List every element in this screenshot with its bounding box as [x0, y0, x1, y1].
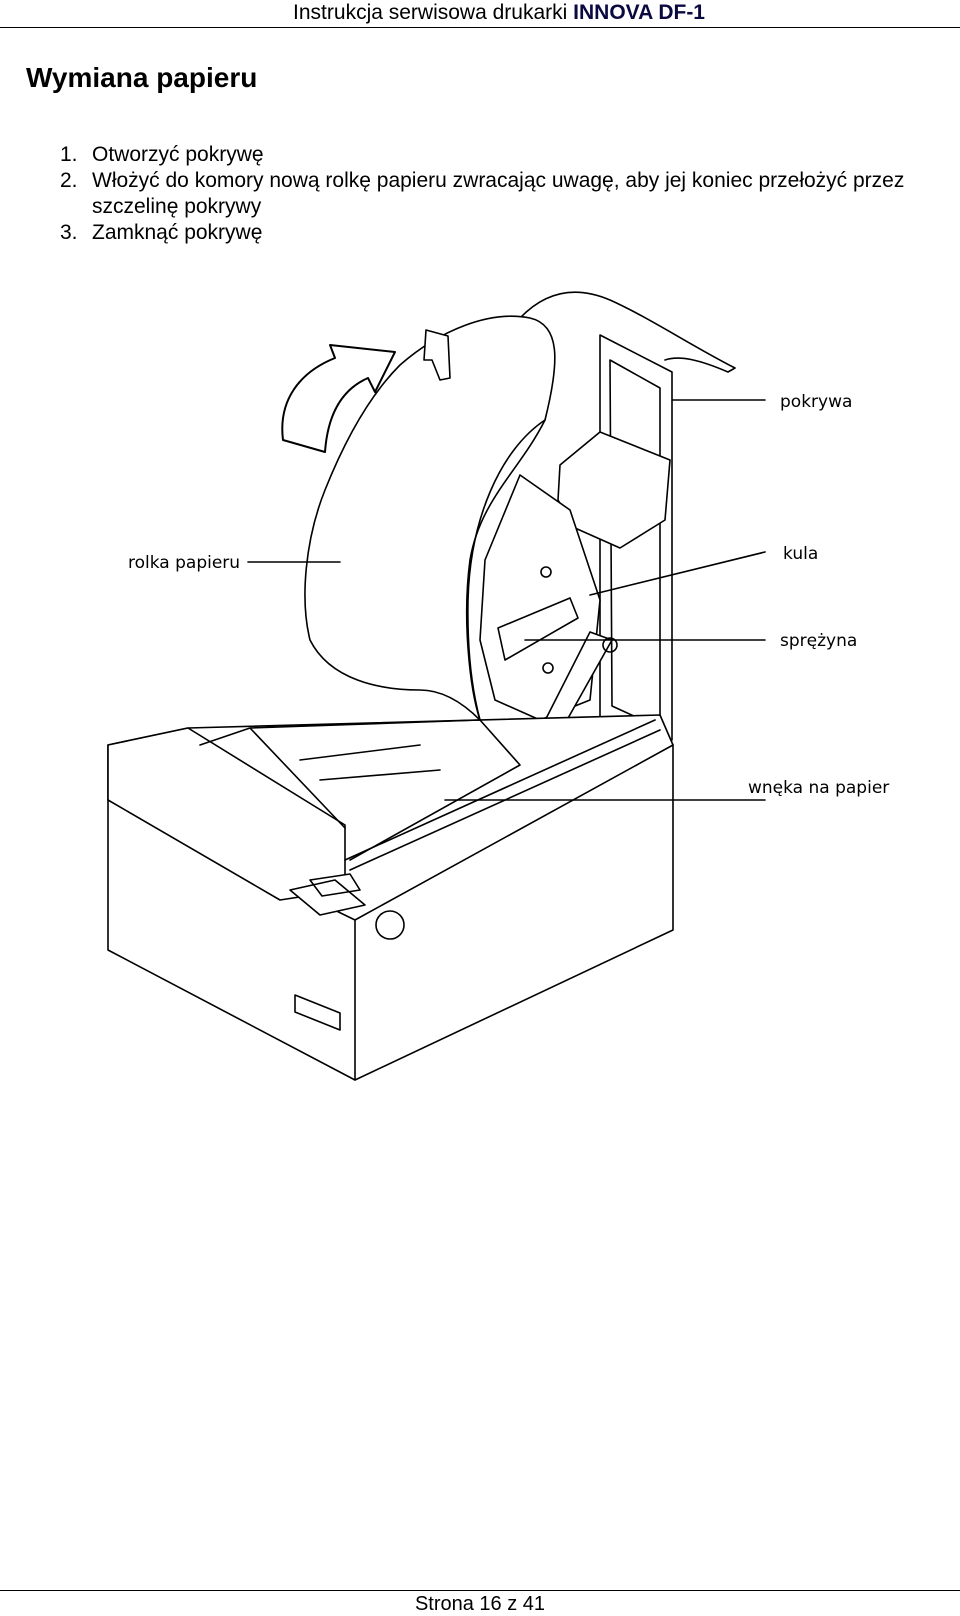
page-number: Strona 16 z 41 — [414, 1593, 546, 1615]
spring-slot — [497, 597, 579, 661]
step-text: Otworzyć pokrywę — [92, 143, 264, 166]
screw-top — [540, 566, 552, 578]
steps-list: 1. Otworzyć pokrywę 2. Włożyć do komory … — [60, 142, 940, 246]
header-doc-title: Instrukcja serwisowa drukarki — [293, 1, 568, 24]
label-paper-bay: wnęka na papier — [748, 778, 889, 798]
printer-illustration: pokrywa rolka papieru kula sprężyna wnęk… — [107, 291, 889, 1081]
step-number: 1. — [60, 143, 78, 166]
roll-holder-left — [423, 329, 451, 381]
spring-pivot — [602, 637, 618, 653]
leader-ball — [589, 551, 766, 596]
step-number: 2. — [60, 169, 78, 192]
header-text: Instrukcja serwisowa drukarki INNOVA DF-… — [293, 1, 705, 25]
page-header: Instrukcja serwisowa drukarki INNOVA DF-… — [0, 0, 960, 28]
footer-divider — [0, 1590, 960, 1591]
label-spring: sprężyna — [780, 631, 857, 651]
open-arrow-icon — [281, 344, 396, 453]
paper-bay — [199, 719, 521, 861]
step-text: Włożyć do komory nową rolkę papieru zwra… — [92, 169, 905, 218]
step-item: 2. Włożyć do komory nową rolkę papieru z… — [60, 168, 940, 220]
label-ball: kula — [783, 544, 818, 564]
step-item: 1. Otworzyć pokrywę — [60, 142, 940, 168]
step-text: Zamknąć pokrywę — [92, 221, 263, 244]
screw-bottom — [542, 662, 554, 674]
feed-button-icon — [289, 873, 366, 916]
label-cover: pokrywa — [780, 392, 852, 412]
paper-sheet — [519, 291, 736, 373]
knob — [375, 910, 405, 940]
label-plate — [294, 994, 341, 1031]
paper-roll-edge — [467, 419, 546, 721]
step-number: 3. — [60, 221, 78, 244]
step-item: 3. Zamknąć pokrywę — [60, 220, 940, 246]
header-divider — [0, 27, 960, 28]
section-title: Wymiana papieru — [26, 62, 258, 93]
label-paper-roll: rolka papieru — [128, 553, 240, 573]
header-model: INNOVA DF-1 — [573, 1, 705, 24]
